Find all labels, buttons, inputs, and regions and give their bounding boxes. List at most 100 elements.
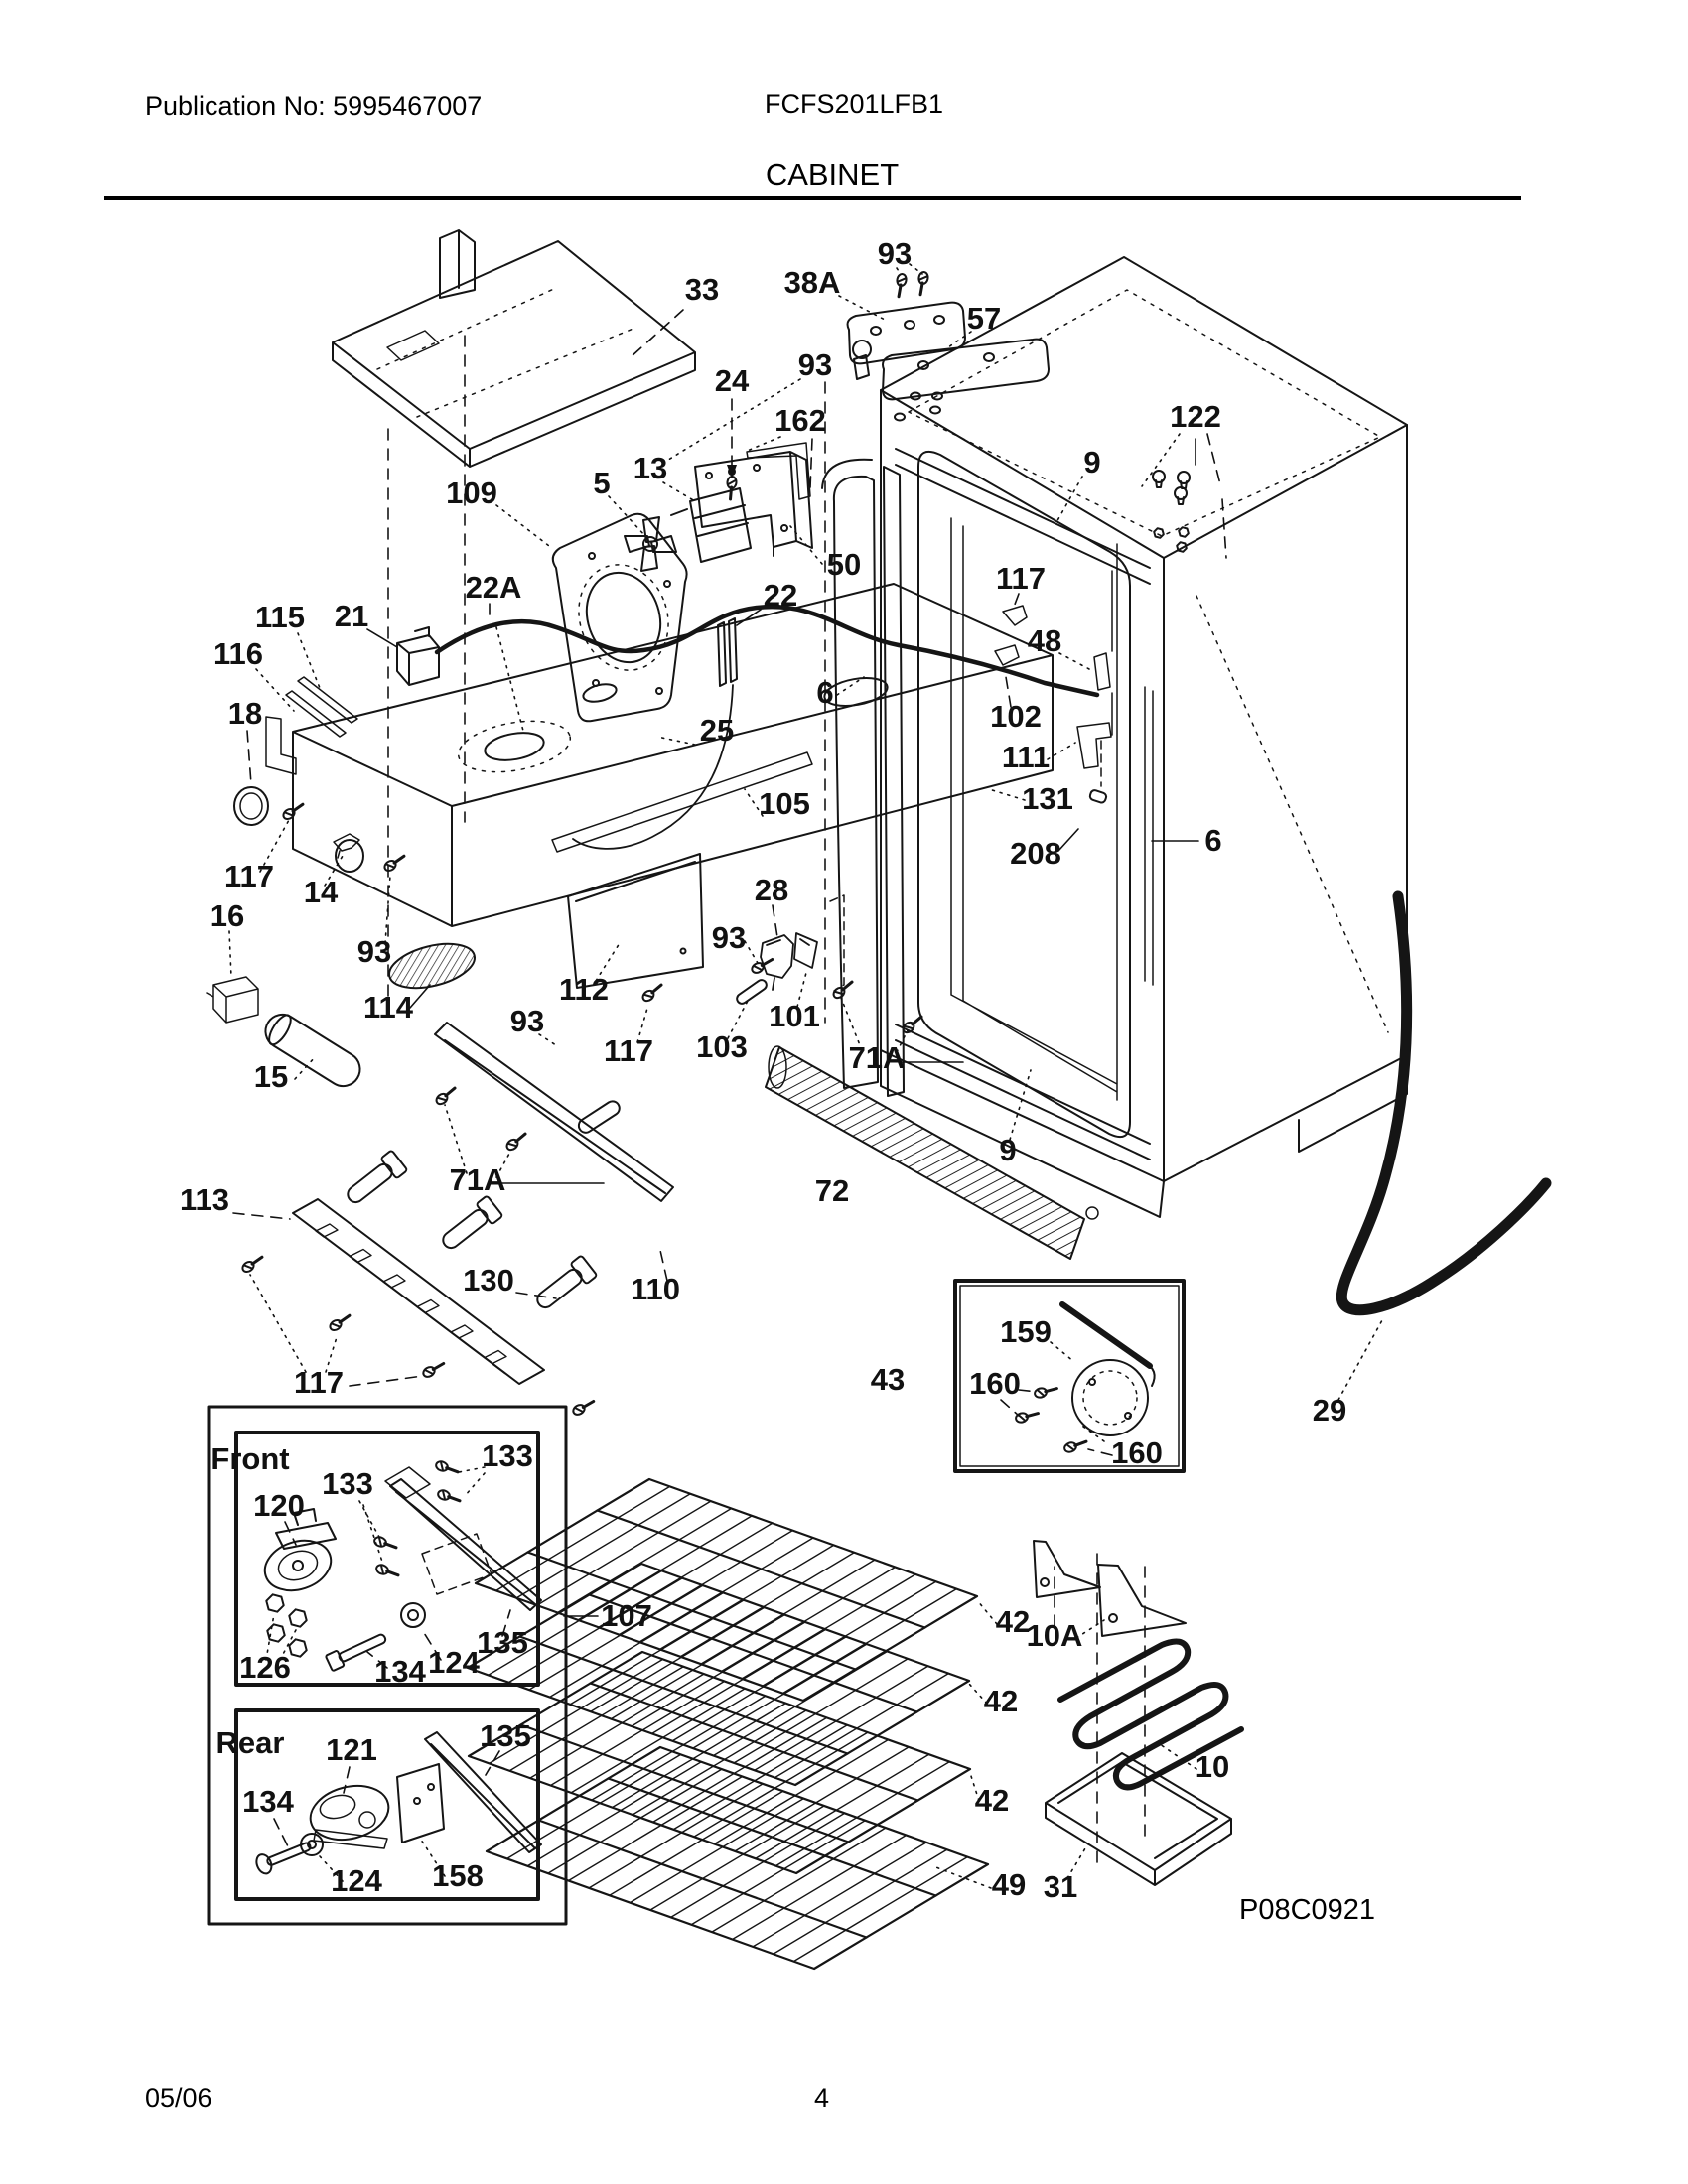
callout-109: 109 xyxy=(446,476,497,510)
callout-48: 48 xyxy=(1028,623,1061,658)
leader-line xyxy=(662,481,696,502)
fastener-icon xyxy=(1174,486,1188,505)
leader-line xyxy=(495,1151,511,1178)
leader-line xyxy=(658,1245,668,1282)
header-rule xyxy=(104,196,1521,200)
callout-93: 93 xyxy=(712,920,746,955)
cabinet-body xyxy=(821,256,1408,1218)
callout-117: 117 xyxy=(604,1033,653,1068)
wire-shelf xyxy=(467,1650,972,1875)
leader-line xyxy=(273,1818,289,1847)
callout-16: 16 xyxy=(211,898,244,933)
callout-71a: 71A xyxy=(849,1040,906,1075)
leader-line xyxy=(1009,1069,1032,1141)
callout-18: 18 xyxy=(228,696,262,731)
callout-24: 24 xyxy=(715,363,750,398)
power-cord xyxy=(1336,890,1552,1316)
page-title: CABINET xyxy=(765,157,900,192)
leader-line xyxy=(988,788,1026,801)
callout-122: 122 xyxy=(1170,399,1221,434)
callout-116: 116 xyxy=(213,636,263,671)
leader-line xyxy=(1057,828,1079,852)
footer-date: 05/06 xyxy=(145,2083,212,2113)
bottom-wire-shelf xyxy=(485,1745,990,1971)
leader-line xyxy=(838,295,888,322)
leader-line xyxy=(265,1613,275,1661)
callout-50: 50 xyxy=(827,547,861,582)
leader-line xyxy=(1018,1389,1038,1393)
nut-icon xyxy=(266,1623,286,1643)
callout-111: 111 xyxy=(1002,740,1050,774)
callout-117: 117 xyxy=(996,561,1046,596)
nut-icon xyxy=(1176,541,1188,553)
leader-line xyxy=(255,668,295,712)
callout-28: 28 xyxy=(755,873,788,907)
screw-icon xyxy=(1015,1412,1040,1424)
callout-31: 31 xyxy=(1044,1869,1077,1904)
leader-line xyxy=(358,1500,381,1540)
screw-icon xyxy=(435,1460,460,1474)
callout-14: 14 xyxy=(304,875,339,909)
leader-line xyxy=(896,267,902,275)
page-number: 4 xyxy=(814,2083,830,2113)
callout-21: 21 xyxy=(335,599,368,633)
fastener-icon xyxy=(1177,471,1191,489)
screw-icon xyxy=(1034,1387,1058,1399)
leader-line xyxy=(485,1750,500,1776)
leader-line xyxy=(384,875,391,944)
grille-slot xyxy=(315,1223,339,1238)
callout-49: 49 xyxy=(992,1867,1026,1902)
callout-9: 9 xyxy=(1083,445,1100,479)
callout-front: Front xyxy=(211,1441,289,1476)
leader-line xyxy=(595,942,621,982)
callout-101: 101 xyxy=(769,999,820,1033)
nut-icon xyxy=(1153,527,1165,539)
callout-25: 25 xyxy=(700,713,734,748)
callout-6: 6 xyxy=(816,675,833,710)
leader-line xyxy=(1206,433,1221,485)
callout-107: 107 xyxy=(601,1598,652,1633)
bolt-icon xyxy=(347,1150,408,1204)
leader-line xyxy=(232,1212,291,1220)
leader-line xyxy=(909,263,923,275)
callout-130: 130 xyxy=(463,1263,514,1297)
screw-icon xyxy=(726,476,738,501)
callout-135: 135 xyxy=(480,1718,531,1753)
diagram-code: P08C0921 xyxy=(1239,1894,1376,1926)
screw-icon xyxy=(373,1536,398,1550)
hinge-plates xyxy=(846,301,1050,401)
defrost-heater-group xyxy=(1033,1540,1244,1886)
callout-126: 126 xyxy=(239,1650,291,1685)
callout-124: 124 xyxy=(428,1645,480,1680)
screw-icon xyxy=(241,1255,264,1274)
callout-117: 117 xyxy=(294,1365,344,1400)
leader-line xyxy=(1159,1743,1197,1770)
bolt-icon xyxy=(536,1255,598,1309)
leader-line xyxy=(1012,593,1020,611)
callout-131: 131 xyxy=(1022,781,1073,816)
grille-slot xyxy=(450,1324,474,1339)
callout-10a: 10A xyxy=(1027,1618,1083,1653)
leader-line xyxy=(1055,476,1083,525)
grille-slot xyxy=(349,1248,372,1264)
leader-line xyxy=(659,378,801,466)
screw-icon xyxy=(383,854,406,873)
leader-line xyxy=(349,1375,424,1387)
lower-mid-parts xyxy=(567,570,1113,1005)
leader-line xyxy=(366,628,398,648)
leader-line xyxy=(1050,1341,1075,1363)
screw-icon xyxy=(422,1362,446,1378)
nut-icon xyxy=(288,1608,308,1628)
leader-line xyxy=(228,930,232,978)
callout-71a: 71A xyxy=(450,1162,506,1197)
leader-line xyxy=(608,495,646,537)
callout-93: 93 xyxy=(798,347,832,382)
screw-icon xyxy=(375,1564,400,1577)
callout-33: 33 xyxy=(685,272,719,307)
leader-line xyxy=(366,1651,388,1669)
leader-line xyxy=(294,1055,317,1080)
leader-line xyxy=(976,1599,998,1625)
leader-line xyxy=(809,438,813,489)
callout-134: 134 xyxy=(374,1654,426,1689)
